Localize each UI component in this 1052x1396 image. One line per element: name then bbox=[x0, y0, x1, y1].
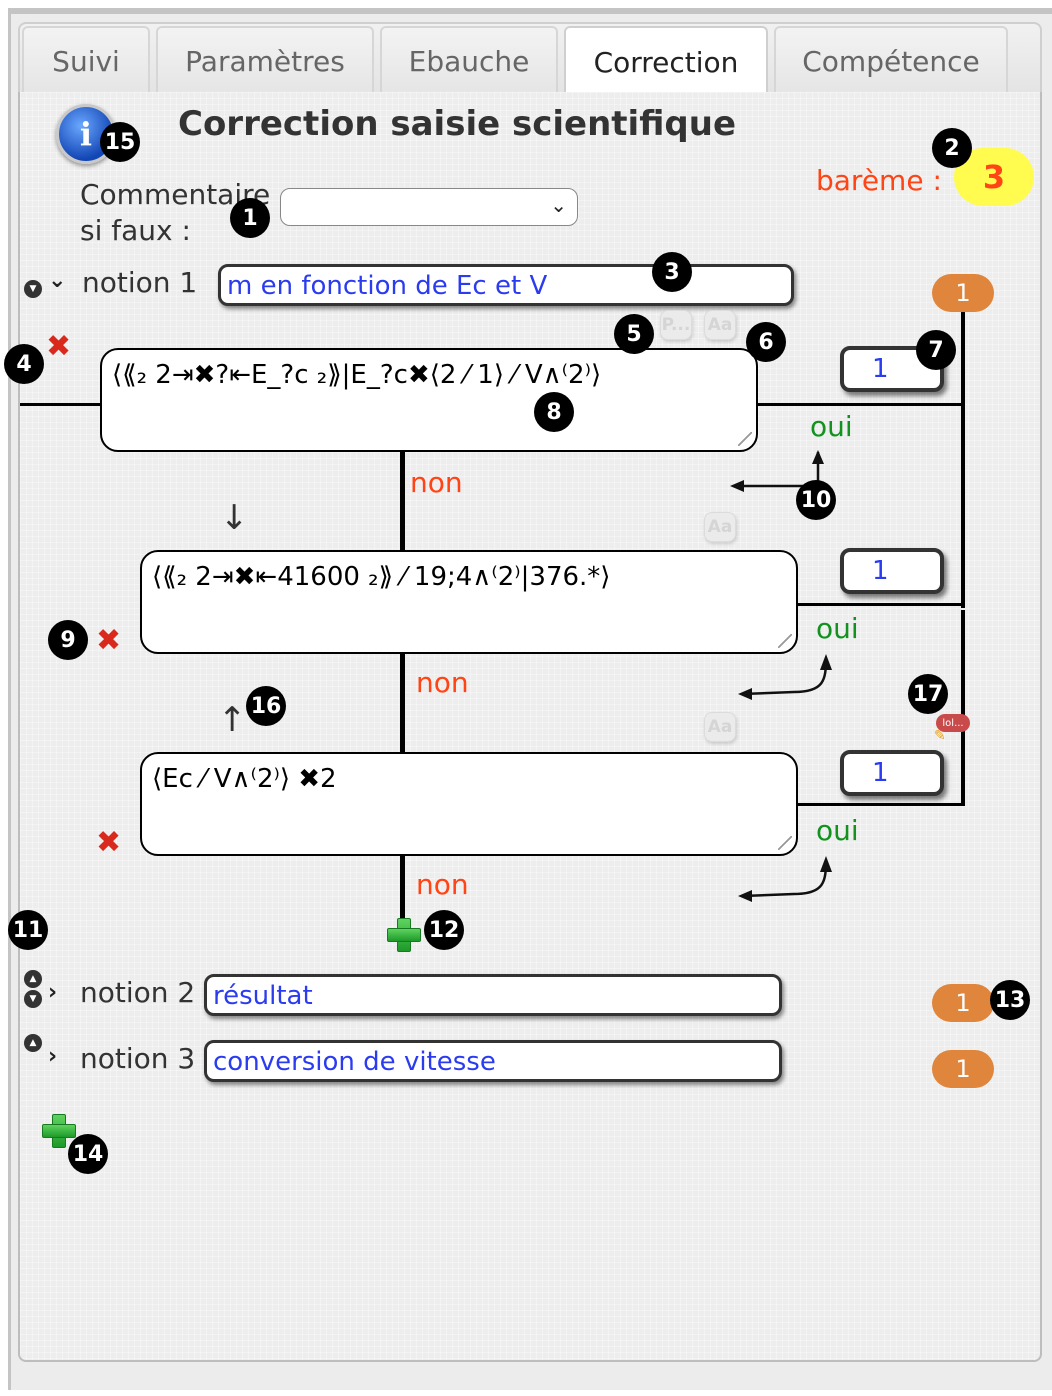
answer-1-yes-label: oui bbox=[810, 410, 853, 443]
resize-handle[interactable] bbox=[778, 634, 792, 648]
tab-suivi[interactable]: Suivi bbox=[22, 26, 150, 94]
answer-3-no-label: non bbox=[416, 868, 469, 901]
tab-ebauche[interactable]: Ebauche bbox=[380, 26, 558, 94]
chevron-right-icon[interactable]: › bbox=[48, 980, 58, 1005]
marker-17: 17 bbox=[908, 674, 948, 714]
page-title: Correction saisie scientifique bbox=[178, 104, 737, 144]
notion-2-points[interactable]: 1 bbox=[932, 984, 994, 1022]
marker-2: 2 bbox=[932, 128, 972, 168]
notion-1-label: notion 1 bbox=[82, 266, 198, 299]
branch-arrow-icon bbox=[738, 856, 832, 902]
flow-line bbox=[961, 610, 965, 806]
answer-2-no-label: non bbox=[416, 666, 469, 699]
notion-3-label: notion 3 bbox=[80, 1042, 196, 1075]
answer-2-expression[interactable]: ⟨⟪₂ 2⇥✖⇤41600 ₂⟫ ⁄ 19;4∧⁽2⁾|376.*⟩ bbox=[140, 550, 798, 654]
case-button[interactable]: Aa bbox=[704, 712, 736, 742]
notion-2-label: notion 2 bbox=[80, 976, 196, 1009]
marker-4: 4 bbox=[4, 344, 44, 384]
correction-panel bbox=[18, 92, 1042, 1362]
flow-line bbox=[961, 312, 965, 608]
chevron-down-icon: ⌄ bbox=[550, 193, 567, 217]
delete-icon[interactable]: ✖ bbox=[46, 329, 72, 364]
move-up-icon[interactable]: ▲ bbox=[24, 1034, 42, 1052]
answer-3-text: ⟨Ec ⁄ V∧⁽2⁾⟩ ✖2 bbox=[152, 764, 337, 794]
delete-icon[interactable]: ✖ bbox=[96, 825, 122, 860]
flow-line bbox=[400, 856, 405, 922]
resize-handle[interactable] bbox=[778, 836, 792, 850]
answer-2-text: ⟨⟪₂ 2⇥✖⇤41600 ₂⟫ ⁄ 19;4∧⁽2⁾|376.*⟩ bbox=[152, 562, 611, 592]
add-answer-icon[interactable] bbox=[387, 918, 421, 952]
arrow-down-icon[interactable]: ↓ bbox=[220, 498, 249, 538]
move-up-icon[interactable]: ▲ bbox=[24, 970, 42, 988]
marker-7: 7 bbox=[916, 330, 956, 370]
pencil-icon: ✎ bbox=[934, 728, 946, 744]
marker-3: 3 bbox=[652, 252, 692, 292]
bareme-value[interactable]: 3 bbox=[954, 148, 1034, 206]
tab-parametres[interactable]: Paramètres bbox=[156, 26, 374, 94]
case-button[interactable]: Aa bbox=[704, 310, 736, 340]
case-button[interactable]: Aa bbox=[704, 512, 736, 542]
marker-11: 11 bbox=[8, 910, 48, 950]
marker-15: 15 bbox=[100, 122, 140, 162]
bareme-label: barème : bbox=[816, 164, 942, 197]
p-dots-button[interactable]: P... bbox=[660, 310, 692, 340]
answer-1-expression[interactable]: ⟨⟪₂ 2⇥✖?⇤E_?c ₂⟫|E_?c✖⟨2 ⁄ 1⟩ ⁄ V∧⁽2⁾⟩ bbox=[100, 348, 758, 452]
tab-bar: Suivi Paramètres Ebauche Correction Comp… bbox=[18, 22, 1042, 96]
comment-label-line2: si faux : bbox=[80, 214, 191, 247]
chevron-right-icon[interactable]: › bbox=[48, 1044, 58, 1069]
notion-3-points[interactable]: 1 bbox=[932, 1050, 994, 1088]
answer-3-expression[interactable]: ⟨Ec ⁄ V∧⁽2⁾⟩ ✖2 bbox=[140, 752, 798, 856]
marker-12: 12 bbox=[424, 910, 464, 950]
delete-icon[interactable]: ✖ bbox=[96, 623, 122, 658]
flow-line bbox=[400, 452, 405, 550]
marker-14: 14 bbox=[68, 1134, 108, 1174]
notion-1-points[interactable]: 1 bbox=[932, 274, 994, 312]
marker-16: 16 bbox=[246, 686, 286, 726]
answer-2-yes-label: oui bbox=[816, 612, 859, 645]
marker-13: 13 bbox=[990, 980, 1030, 1020]
marker-5: 5 bbox=[614, 314, 654, 354]
arrow-up-icon[interactable]: ↑ bbox=[218, 700, 247, 740]
resize-handle[interactable] bbox=[738, 432, 752, 446]
add-notion-icon[interactable] bbox=[42, 1114, 76, 1148]
comment-select[interactable]: ⌄ bbox=[280, 188, 578, 226]
flow-line bbox=[798, 803, 964, 806]
answer-1-no-label: non bbox=[410, 466, 463, 499]
tab-correction[interactable]: Correction bbox=[564, 26, 768, 96]
notion-3-name-input[interactable]: conversion de vitesse bbox=[204, 1040, 782, 1082]
comment-pencil-icon[interactable]: lol... bbox=[936, 714, 970, 732]
marker-1: 1 bbox=[230, 198, 270, 238]
answer-2-score[interactable]: 1 bbox=[840, 548, 944, 594]
marker-6: 6 bbox=[746, 322, 786, 362]
collapse-toggle-icon[interactable]: ▼ bbox=[24, 280, 42, 298]
marker-8: 8 bbox=[534, 392, 574, 432]
answer-1-text: ⟨⟪₂ 2⇥✖?⇤E_?c ₂⟫|E_?c✖⟨2 ⁄ 1⟩ ⁄ V∧⁽2⁾⟩ bbox=[112, 360, 602, 390]
flow-line bbox=[758, 403, 964, 406]
marker-10: 10 bbox=[796, 480, 836, 520]
marker-9: 9 bbox=[48, 620, 88, 660]
branch-arrow-icon bbox=[738, 654, 832, 700]
flow-line bbox=[798, 603, 964, 606]
answer-3-yes-label: oui bbox=[816, 814, 859, 847]
chevron-down-icon[interactable]: ⌄ bbox=[48, 268, 67, 293]
flow-line bbox=[400, 654, 405, 752]
notion-1-name-input[interactable]: m en fonction de Ec et V bbox=[218, 264, 794, 306]
answer-3-score[interactable]: 1 bbox=[840, 750, 944, 796]
tab-competence[interactable]: Compétence bbox=[774, 26, 1008, 94]
notion-2-name-input[interactable]: résultat bbox=[204, 974, 782, 1016]
move-down-icon[interactable]: ▼ bbox=[24, 990, 42, 1008]
flow-line bbox=[20, 403, 100, 406]
